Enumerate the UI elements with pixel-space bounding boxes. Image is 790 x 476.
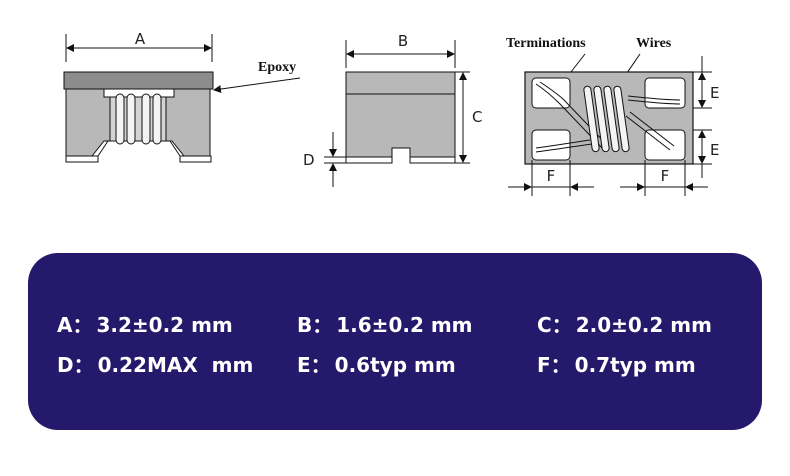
spec-b-value: 1.6±0.2 mm bbox=[336, 313, 473, 337]
spec-c-value: 2.0±0.2 mm bbox=[575, 313, 712, 337]
spec-f: F0.7typ mm bbox=[537, 349, 696, 378]
side-body bbox=[345, 93, 456, 158]
termination-pad-br bbox=[644, 129, 686, 161]
inductor-dimension-drawing: A Epoxy B C D bbox=[63, 30, 719, 196]
dimension-a-label: A bbox=[135, 30, 146, 48]
dimension-b-label: B bbox=[398, 32, 408, 50]
side-top-cap bbox=[345, 71, 456, 95]
spec-d-key: D bbox=[57, 353, 94, 377]
spec-b-key: B bbox=[297, 313, 332, 337]
dimension-f-right-label: F bbox=[661, 167, 670, 185]
spec-d: D0.22MAX mm bbox=[57, 349, 253, 378]
spec-f-key: F bbox=[537, 353, 571, 377]
spec-a: A3.2±0.2 mm bbox=[57, 309, 233, 338]
dimension-c-label: C bbox=[472, 108, 482, 126]
spec-d-value: 0.22MAX mm bbox=[97, 353, 254, 377]
dimension-d-label: D bbox=[303, 151, 315, 169]
spec-f-value: 0.7typ mm bbox=[574, 353, 696, 377]
side-view: B C D bbox=[303, 32, 482, 187]
bottom-coil-windings bbox=[583, 85, 630, 153]
dimension-f-left-label: F bbox=[547, 167, 556, 185]
wires-label: Wires bbox=[636, 36, 672, 51]
terminations-label: Terminations bbox=[506, 36, 586, 51]
epoxy-label: Epoxy bbox=[258, 60, 296, 75]
epoxy-leader bbox=[213, 77, 301, 93]
spec-c-key: C bbox=[537, 313, 572, 337]
spec-a-key: A bbox=[57, 313, 92, 337]
bottom-wire-leads bbox=[535, 81, 681, 153]
spec-b: B1.6±0.2 mm bbox=[297, 309, 473, 338]
bottom-view: Terminations Wires bbox=[506, 36, 719, 196]
epoxy-cap bbox=[63, 71, 214, 90]
termination-pad-tl bbox=[531, 77, 571, 109]
dimension-e-bottom-label: E bbox=[710, 141, 719, 159]
spec-c: C2.0±0.2 mm bbox=[537, 309, 712, 338]
front-coil-windings bbox=[115, 93, 162, 145]
front-view: A Epoxy bbox=[63, 30, 301, 163]
spec-e: E0.6typ mm bbox=[297, 349, 456, 378]
spec-e-key: E bbox=[297, 353, 331, 377]
spec-panel bbox=[28, 253, 762, 430]
termination-pad-tr bbox=[644, 77, 686, 109]
spec-e-value: 0.6typ mm bbox=[334, 353, 456, 377]
spec-a-value: 3.2±0.2 mm bbox=[96, 313, 233, 337]
termination-pad-bl bbox=[531, 129, 571, 161]
dimension-e-top-label: E bbox=[710, 84, 719, 102]
